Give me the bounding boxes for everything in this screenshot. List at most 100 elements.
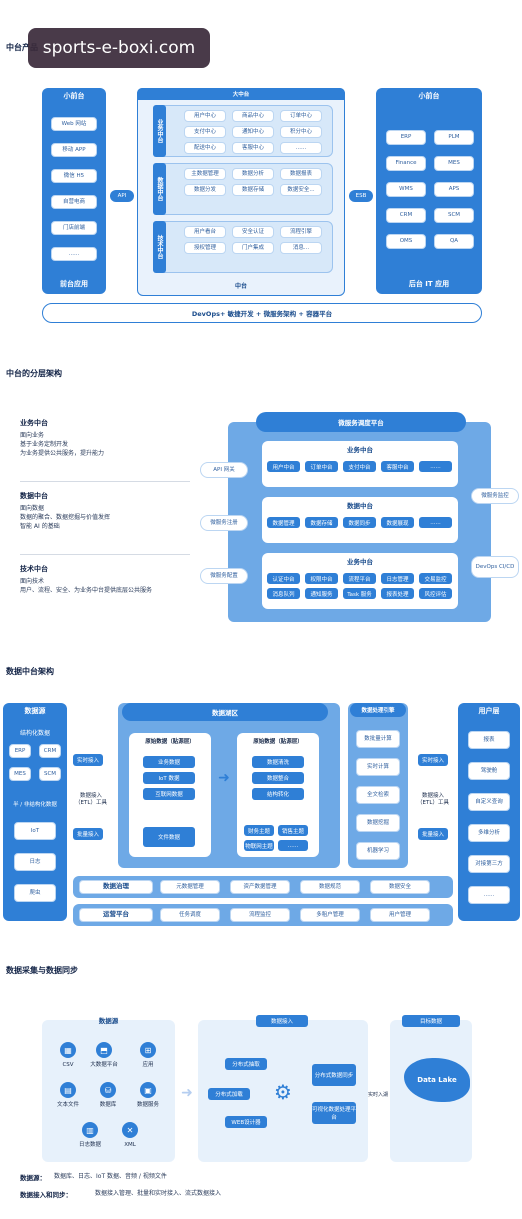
center-group-item: 门户集成	[232, 242, 274, 254]
unstructured-item: IoT	[14, 822, 56, 840]
backend-app-item: SCM	[434, 208, 474, 223]
source-icon: ▥	[82, 1122, 98, 1138]
platform-title: 微服务调度平台	[256, 412, 466, 432]
footer-key: 数据接入和同步：	[20, 1191, 72, 1199]
service-item: 通知服务	[305, 588, 338, 599]
backend-app-item: ERP	[386, 130, 426, 145]
ops-label: 运营平台	[79, 908, 153, 922]
center-panel-footer: 中台	[234, 283, 247, 290]
center-group-item: 积分中心	[280, 126, 322, 138]
center-group-label: 技术中台	[153, 221, 166, 273]
etl-left: 数据接入 （ETL）工具	[75, 793, 107, 806]
raw-right-item: 销售主题	[278, 825, 308, 836]
center-group-item: 商品中心	[232, 110, 274, 122]
side-left-item: 微服务注册	[200, 515, 248, 531]
source-label: XML	[124, 1142, 136, 1148]
engine-item: 数批量计算	[356, 730, 400, 748]
source-label: 大数据平台	[90, 1062, 118, 1068]
user-layer-item: ......	[468, 886, 510, 904]
layer-divider	[20, 554, 190, 555]
layer-desc-line: 用户、流程、安全、为业务中台提供底层公共服务	[20, 587, 153, 594]
raw-right-title: 原始数据（贴源层）	[253, 739, 303, 745]
service-item: 报表处理	[381, 588, 414, 599]
source-label: 日志数据	[78, 1142, 101, 1148]
source-icon: ▣	[140, 1082, 156, 1098]
source-icon: ✕	[122, 1122, 138, 1138]
batch-ingest-right: 批量接入	[418, 828, 448, 840]
src-title: 数据源	[98, 1017, 119, 1025]
gov-label: 数据治理	[79, 880, 153, 894]
layer-desc-line: 智能 AI 的基础	[20, 523, 60, 530]
ingest-step: WEB设计器	[225, 1116, 267, 1128]
front-app-item: Web 网站	[51, 117, 97, 131]
raw-left-item: 业务数据	[143, 756, 195, 768]
gov-item: 资产数据管理	[230, 880, 290, 894]
structured-item: SCM	[39, 767, 61, 781]
backend-app-item: Finance	[386, 156, 426, 171]
data-lake-title: 数据湖区	[122, 703, 328, 721]
backend-app-item: APS	[434, 182, 474, 197]
layer-desc-line: 面向技术	[20, 578, 45, 585]
side-left-item: API 网关	[200, 462, 248, 478]
gov-item: 数据规范	[300, 880, 360, 894]
front-app-item: 移动 APP	[51, 143, 97, 157]
layer-desc-line: 为业务提供公共服务，提升能力	[20, 450, 105, 457]
footer-value: 数据接入管理、批量和实时接入、流式数据接入	[95, 1190, 222, 1197]
gov-item: 元数据管理	[160, 880, 220, 894]
raw-left-item: 文件数据	[143, 827, 195, 847]
service-item: 数据同步	[343, 517, 376, 528]
center-group-item: 数据分析	[232, 168, 274, 180]
engine-item: 数据挖掘	[356, 814, 400, 832]
arrow-right-icon: ➜	[181, 1085, 193, 1101]
ingest-output: 可视化数据处理平台	[312, 1102, 356, 1124]
raw-right-item: 结构转化	[252, 788, 304, 800]
raw-right-item: ......	[278, 840, 308, 851]
center-group-item: 支付中心	[184, 126, 226, 138]
engine-item: 实时计算	[356, 758, 400, 776]
backend-app-item: CRM	[386, 208, 426, 223]
ingest-step: 分布式加载	[208, 1088, 250, 1100]
center-group-item: 订单中心	[280, 110, 322, 122]
etl-right: 数据接入 （ETL）工具	[417, 793, 449, 806]
center-group-item: 安全认证	[232, 226, 274, 238]
source-label: 文本文件	[56, 1102, 79, 1108]
layer-title: 数据中台	[20, 492, 48, 500]
source-icon: ▤	[60, 1082, 76, 1098]
service-item: Task 服务	[343, 588, 376, 599]
raw-left-title: 原始数据（贴源层）	[145, 739, 195, 745]
side-left-item: 微服务配置	[200, 568, 248, 584]
center-group-item: 通知中心	[232, 126, 274, 138]
engine-item: 机器学习	[356, 842, 400, 860]
raw-right-item: 数据整合	[252, 772, 304, 784]
service-row-title: 数据中台	[347, 502, 373, 510]
source-label: 数据服务	[136, 1102, 159, 1108]
layer-desc-line: 数据的聚合、数据挖掘与价值发挥	[20, 514, 111, 521]
unstructured-label: 半 / 非结构化数据	[13, 802, 57, 808]
structured-label: 结构化数据	[19, 730, 50, 737]
center-group-item: 用户中心	[184, 110, 226, 122]
source-label: CSV	[62, 1062, 74, 1068]
center-group-item: 配送中心	[184, 142, 226, 154]
user-layer-item: 自定义查询	[468, 793, 510, 811]
section-title-2: 中台的分层架构	[6, 369, 62, 378]
source-label: 应用	[142, 1062, 154, 1068]
backend-app-item: MES	[434, 156, 474, 171]
center-group-item: 用户看台	[184, 226, 226, 238]
center-group-item: 数据存储	[232, 184, 274, 196]
backend-app-item: OMS	[386, 234, 426, 249]
center-group-item: 流程引擎	[280, 226, 322, 238]
service-item: 数据展现	[381, 517, 414, 528]
service-item: 数据存储	[305, 517, 338, 528]
ingest-title: 数据接入	[256, 1015, 308, 1027]
user-layer-title: 用户层	[478, 707, 500, 715]
data-lake-icon: Data Lake	[404, 1058, 470, 1102]
front-app-item: 微信 H5	[51, 169, 97, 183]
service-item: 权限中台	[305, 573, 338, 584]
layer-title: 技术中台	[20, 565, 48, 573]
source-label: 数据库	[99, 1102, 117, 1108]
user-layer-item: 多维分析	[468, 824, 510, 842]
ingest-step: 分布式抽取	[225, 1058, 267, 1070]
structured-item: CRM	[39, 744, 61, 758]
target-title: 目标数据	[402, 1015, 460, 1027]
